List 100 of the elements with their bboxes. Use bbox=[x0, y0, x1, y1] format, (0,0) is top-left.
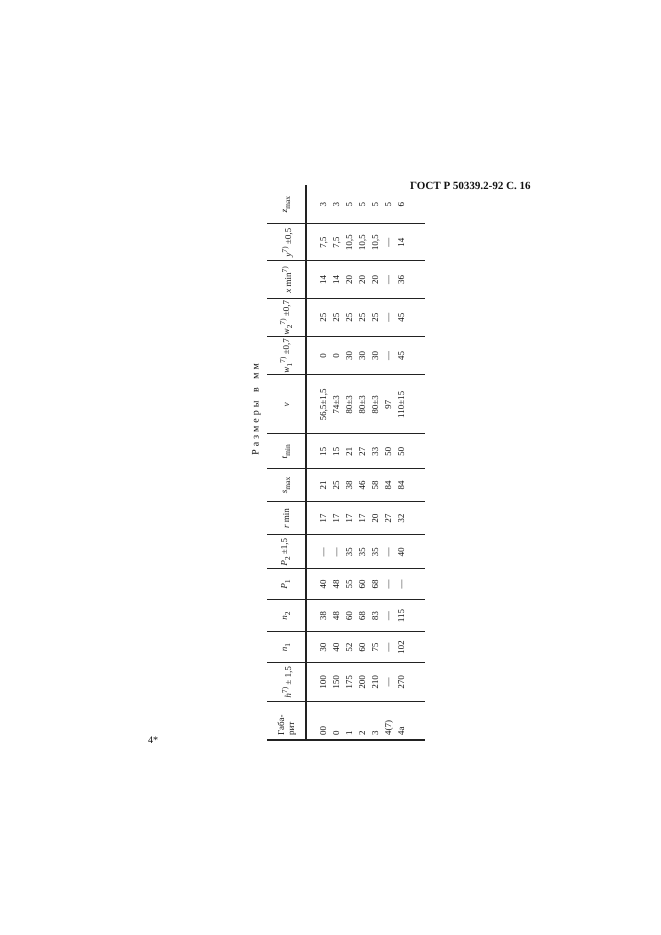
table-cell: 21 bbox=[306, 468, 330, 502]
table-cell: — bbox=[382, 298, 395, 336]
table-cell: 5 bbox=[369, 185, 382, 224]
table-cell: 30 bbox=[356, 336, 369, 375]
table-cell: 21 bbox=[343, 434, 356, 469]
table-cell: 25 bbox=[330, 468, 343, 502]
table-cell: 68 bbox=[356, 599, 369, 632]
table-cell: 15 bbox=[330, 434, 343, 469]
table-cell: 175 bbox=[343, 662, 356, 702]
table-cell: 33 bbox=[369, 434, 382, 469]
table-cell: 5 bbox=[343, 185, 356, 224]
table-cell: 3 bbox=[369, 701, 382, 740]
table-cell: 35 bbox=[356, 534, 369, 569]
table-cell: 46 bbox=[356, 468, 369, 502]
table-cell: 35 bbox=[343, 534, 356, 569]
table-caption: Размеры в мм bbox=[250, 359, 262, 457]
table-cell: 270 bbox=[395, 662, 408, 702]
table-cell: 6 bbox=[395, 185, 408, 224]
table-cell: 97 bbox=[382, 374, 395, 434]
table-cell: 210 bbox=[369, 662, 382, 702]
table-cell: 36 bbox=[395, 260, 408, 298]
table-cell: 110±15 bbox=[395, 374, 408, 434]
table-cell: — bbox=[382, 568, 395, 600]
table-cell: 20 bbox=[369, 501, 382, 535]
table-cell: 40 bbox=[330, 632, 343, 662]
table-cell: 40 bbox=[306, 568, 330, 600]
table-cell: 60 bbox=[356, 632, 369, 662]
table-cell: 48 bbox=[330, 568, 343, 600]
table-cell: 25 bbox=[356, 298, 369, 336]
table-cell: 84 bbox=[395, 468, 408, 502]
table-cell: 45 bbox=[395, 298, 408, 336]
table-cell: 5 bbox=[356, 185, 369, 224]
table-cell: — bbox=[382, 260, 395, 298]
table-cell: 10,5 bbox=[369, 224, 382, 261]
page-header: ГОСТ Р 50339.2-92 С. 16 bbox=[410, 180, 531, 192]
table-cell: 4(7) bbox=[382, 701, 395, 740]
table-cell: 17 bbox=[330, 501, 343, 535]
table-cell: 0 bbox=[330, 701, 343, 740]
table-cell: 100 bbox=[306, 662, 330, 702]
table-cell: — bbox=[306, 534, 330, 569]
table-cell: — bbox=[382, 599, 395, 632]
table-cell: 14 bbox=[330, 260, 343, 298]
table-cell: 60 bbox=[356, 568, 369, 600]
table-cell: 150 bbox=[330, 662, 343, 702]
table-cell: 20 bbox=[356, 260, 369, 298]
table-cell: 80±3 bbox=[356, 374, 369, 434]
table-cell: 30 bbox=[343, 336, 356, 375]
table-cell: 35 bbox=[369, 534, 382, 569]
table-cell: 17 bbox=[343, 501, 356, 535]
table-cell: 200 bbox=[356, 662, 369, 702]
table-cell: 68 bbox=[369, 568, 382, 600]
table-cell: 27 bbox=[382, 501, 395, 535]
table-cell: 17 bbox=[356, 501, 369, 535]
column-header: Габа-рит bbox=[267, 701, 306, 740]
table-cell: 30 bbox=[306, 632, 330, 662]
table-cell: 50 bbox=[382, 434, 395, 469]
table-cell: 115 bbox=[395, 599, 408, 632]
table-cell: 27 bbox=[356, 434, 369, 469]
table-cell: 83 bbox=[369, 599, 382, 632]
table-cell: 55 bbox=[343, 568, 356, 600]
table-cell: 0 bbox=[306, 336, 330, 375]
table-cell: 56,5±1,5 bbox=[306, 374, 330, 434]
table-cell: 7,5 bbox=[330, 224, 343, 261]
table-cell: 74±3 bbox=[330, 374, 343, 434]
table-cell: 10,5 bbox=[356, 224, 369, 261]
table-cell: 30 bbox=[369, 336, 382, 375]
table-cell: 40 bbox=[395, 534, 408, 569]
table-cell: — bbox=[382, 336, 395, 375]
table-cell: 14 bbox=[306, 260, 330, 298]
table-cell: 50 bbox=[395, 434, 408, 469]
table-cell: — bbox=[330, 534, 343, 569]
table-cell: 38 bbox=[306, 599, 330, 632]
table-cell: 3 bbox=[306, 185, 330, 224]
table-cell: 75 bbox=[369, 632, 382, 662]
table-cell: 32 bbox=[395, 501, 408, 535]
table-cell: 38 bbox=[343, 468, 356, 502]
table-cell: 17 bbox=[306, 501, 330, 535]
table-cell: 48 bbox=[330, 599, 343, 632]
table-cell: 52 bbox=[343, 632, 356, 662]
table-cell: 20 bbox=[369, 260, 382, 298]
table-cell: — bbox=[382, 534, 395, 569]
table-cell: 00 bbox=[306, 701, 330, 740]
table-cell: — bbox=[395, 568, 408, 600]
table-cell: — bbox=[382, 632, 395, 662]
table-cell: 14 bbox=[395, 224, 408, 261]
table-cell: — bbox=[382, 224, 395, 261]
table-cell: 2 bbox=[356, 701, 369, 740]
table-cell: 25 bbox=[369, 298, 382, 336]
table-cell: 80±3 bbox=[343, 374, 356, 434]
table-cell: 84 bbox=[382, 468, 395, 502]
table-cell: 60 bbox=[343, 599, 356, 632]
table-cell: 25 bbox=[306, 298, 330, 336]
table-cell: 0 bbox=[330, 336, 343, 375]
table-cell: 25 bbox=[330, 298, 343, 336]
table-cell: 5 bbox=[382, 185, 395, 224]
table-cell: 3 bbox=[330, 185, 343, 224]
table-cell: 102 bbox=[395, 632, 408, 662]
table-cell: 80±3 bbox=[369, 374, 382, 434]
table-cell: 1 bbox=[343, 701, 356, 740]
table-cell: 4а bbox=[395, 701, 408, 740]
